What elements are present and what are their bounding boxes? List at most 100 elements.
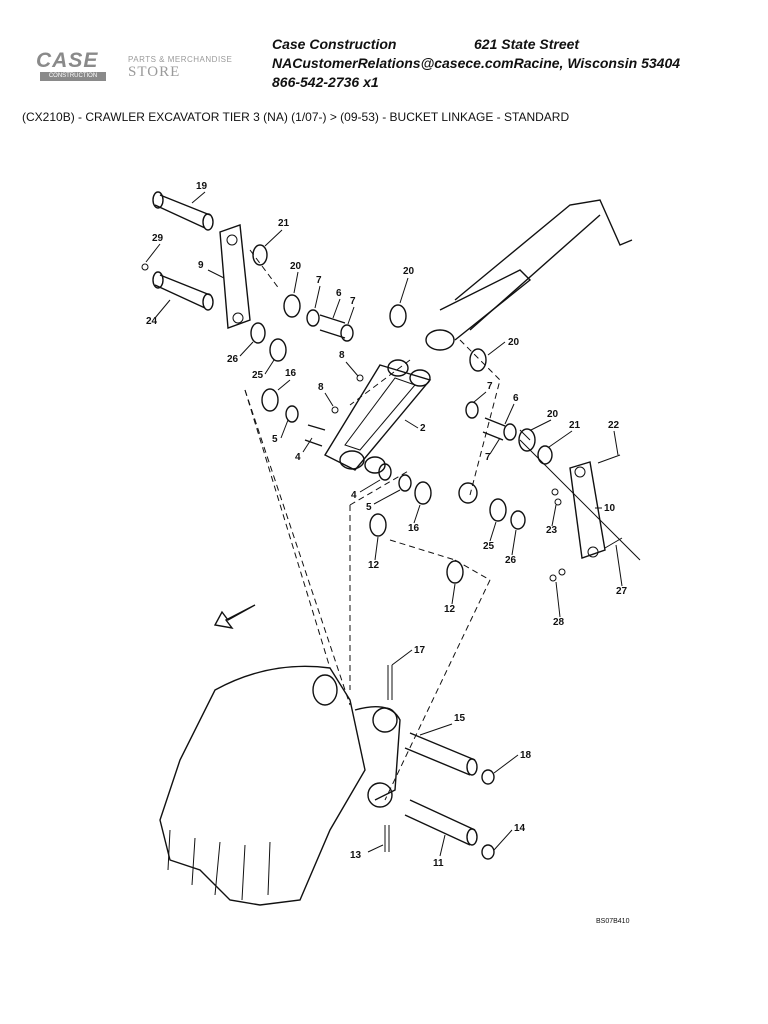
nut-23 (554, 498, 562, 506)
callout-7: 7 (350, 296, 356, 307)
store-line-1: PARTS & MERCHANDISE (128, 55, 233, 64)
link-10 (569, 461, 606, 559)
link-2 (324, 364, 432, 471)
oring-16 (261, 388, 279, 412)
callout-9: 9 (198, 260, 204, 271)
breadcrumb: (CX210B) - CRAWLER EXCAVATOR TIER 3 (NA)… (22, 110, 570, 124)
callout-6: 6 (336, 288, 342, 299)
grease-fitting-29 (141, 263, 149, 271)
callout-7: 7 (487, 381, 493, 392)
dashed-guide-line (389, 539, 456, 561)
callout-12: 12 (444, 604, 456, 615)
callout-11: 11 (433, 858, 444, 869)
callout-27: 27 (616, 586, 628, 597)
oring-25 (269, 338, 287, 362)
bucket-pin-boss (372, 707, 398, 733)
callout-14: 14 (514, 823, 526, 834)
callout-16: 16 (285, 368, 297, 379)
callout-12: 12 (368, 560, 380, 571)
oring-12 (369, 513, 387, 537)
grease-fitting-8 (331, 406, 339, 414)
pin-11 (404, 799, 476, 846)
bucket-outline (159, 665, 366, 906)
dashed-guide-line (384, 579, 491, 801)
washer-21 (537, 445, 553, 465)
nut-28 (558, 568, 566, 576)
bushing-4 (378, 463, 392, 481)
callout-13: 13 (350, 850, 362, 861)
oring-16 (414, 481, 432, 505)
oring-20 (283, 294, 301, 318)
callout-15: 15 (454, 713, 466, 724)
drawing-code: BS07B410 (596, 918, 630, 925)
callout-8: 8 (339, 350, 345, 361)
pin-15 (404, 732, 476, 776)
callout-28: 28 (553, 617, 565, 628)
callout-20: 20 (547, 409, 559, 420)
email-city: NACustomerRelations@casece.comRacine, Wi… (272, 55, 681, 71)
callout-7: 7 (485, 452, 491, 463)
link-2-boss (409, 369, 431, 387)
pin-19 (154, 194, 211, 229)
pin-24 (154, 274, 211, 309)
pin-24-end (152, 271, 164, 289)
dashed-guide-line (249, 249, 281, 291)
callout-2: 2 (420, 423, 426, 434)
dashed-guide-line (244, 389, 351, 706)
callout-21: 21 (569, 420, 581, 431)
callout-labels: 19 21 29 9 20 7 6 7 20 24 26 20 8 25 16 … (146, 181, 628, 869)
direction-arrow (213, 604, 256, 629)
pin-11-end (466, 828, 478, 846)
pin-19-end (152, 191, 164, 209)
link-2-boss (364, 456, 386, 474)
bucket-pin-boss (367, 782, 393, 808)
callout-25: 25 (252, 370, 264, 381)
pin-15-end (466, 758, 478, 776)
callout-20: 20 (508, 337, 520, 348)
store-logo[interactable]: PARTS & MERCHANDISE STORE (128, 55, 248, 80)
callout-29: 29 (152, 233, 164, 244)
seal-7 (306, 309, 320, 327)
logo-subtext: CONSTRUCTION (40, 72, 106, 81)
callout-22: 22 (608, 420, 620, 431)
link-10-hole (587, 546, 599, 558)
callout-6: 6 (513, 393, 519, 404)
oring-20 (469, 348, 487, 372)
callout-4: 4 (295, 452, 301, 463)
ring-14 (481, 844, 495, 860)
callout-24: 24 (146, 316, 158, 327)
oring-12 (446, 560, 464, 584)
pin-24-end (202, 293, 214, 311)
washer-26 (250, 322, 266, 344)
nut-23 (551, 488, 559, 496)
arm-bushing (425, 329, 455, 351)
link-9-hole (232, 312, 244, 324)
link-2-boss (339, 450, 365, 470)
seal-7 (340, 324, 354, 342)
arm-outline (454, 199, 633, 301)
bucket-boss (312, 674, 338, 706)
seal-7 (503, 423, 517, 441)
callout-4: 4 (351, 490, 357, 501)
case-logo[interactable]: CASE CONSTRUCTION (36, 50, 108, 82)
seal-5 (398, 474, 412, 492)
dashed-guide-line (459, 339, 501, 496)
oring-25 (489, 498, 507, 522)
leader-lines (145, 191, 623, 857)
nut-28 (549, 574, 557, 582)
callout-21: 21 (278, 218, 290, 229)
link-10-hole (574, 466, 586, 478)
washer-26 (510, 510, 526, 530)
bolt-22 (597, 454, 621, 464)
callout-19: 19 (196, 181, 208, 192)
bushing-6 (319, 314, 346, 339)
callout-20: 20 (290, 261, 302, 272)
arm-bracket (439, 269, 532, 341)
dashed-guide-line (244, 389, 331, 669)
washer-21 (252, 244, 268, 266)
ring-18 (481, 769, 495, 785)
grease-fitting-8 (356, 374, 364, 382)
oring-20 (389, 304, 407, 328)
oring-20 (518, 428, 536, 452)
